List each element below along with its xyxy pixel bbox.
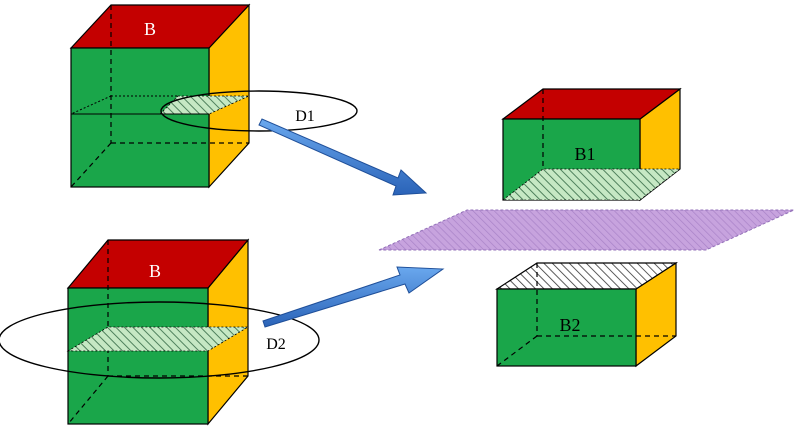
box-b2: B2 <box>494 261 679 368</box>
box-b1-label: B1 <box>574 144 595 164</box>
cube-bottom: B <box>66 238 250 426</box>
box-b1-bottom-section <box>501 168 682 201</box>
cube-bottom-section <box>66 326 250 352</box>
cube-bottom-front-face <box>67 287 209 425</box>
cutting-plane <box>378 209 795 251</box>
box-b1: B1 <box>501 87 682 202</box>
arrow-lower <box>262 266 445 328</box>
cube-top-label: B <box>144 19 156 39</box>
arrow-upper <box>258 118 428 196</box>
cube-top-section <box>159 95 250 115</box>
ellipse-d1 <box>160 90 358 132</box>
ellipse-d1-label: D1 <box>295 108 315 125</box>
ellipse-d2 <box>0 301 320 379</box>
cube-top: B <box>69 3 251 189</box>
cube-top-front-face <box>70 47 210 188</box>
cube-bottom-label: B <box>149 261 161 281</box>
ellipse-d2-label: D2 <box>266 336 286 353</box>
box-b2-front-face <box>496 288 637 367</box>
box-b2-label: B2 <box>559 315 580 335</box>
